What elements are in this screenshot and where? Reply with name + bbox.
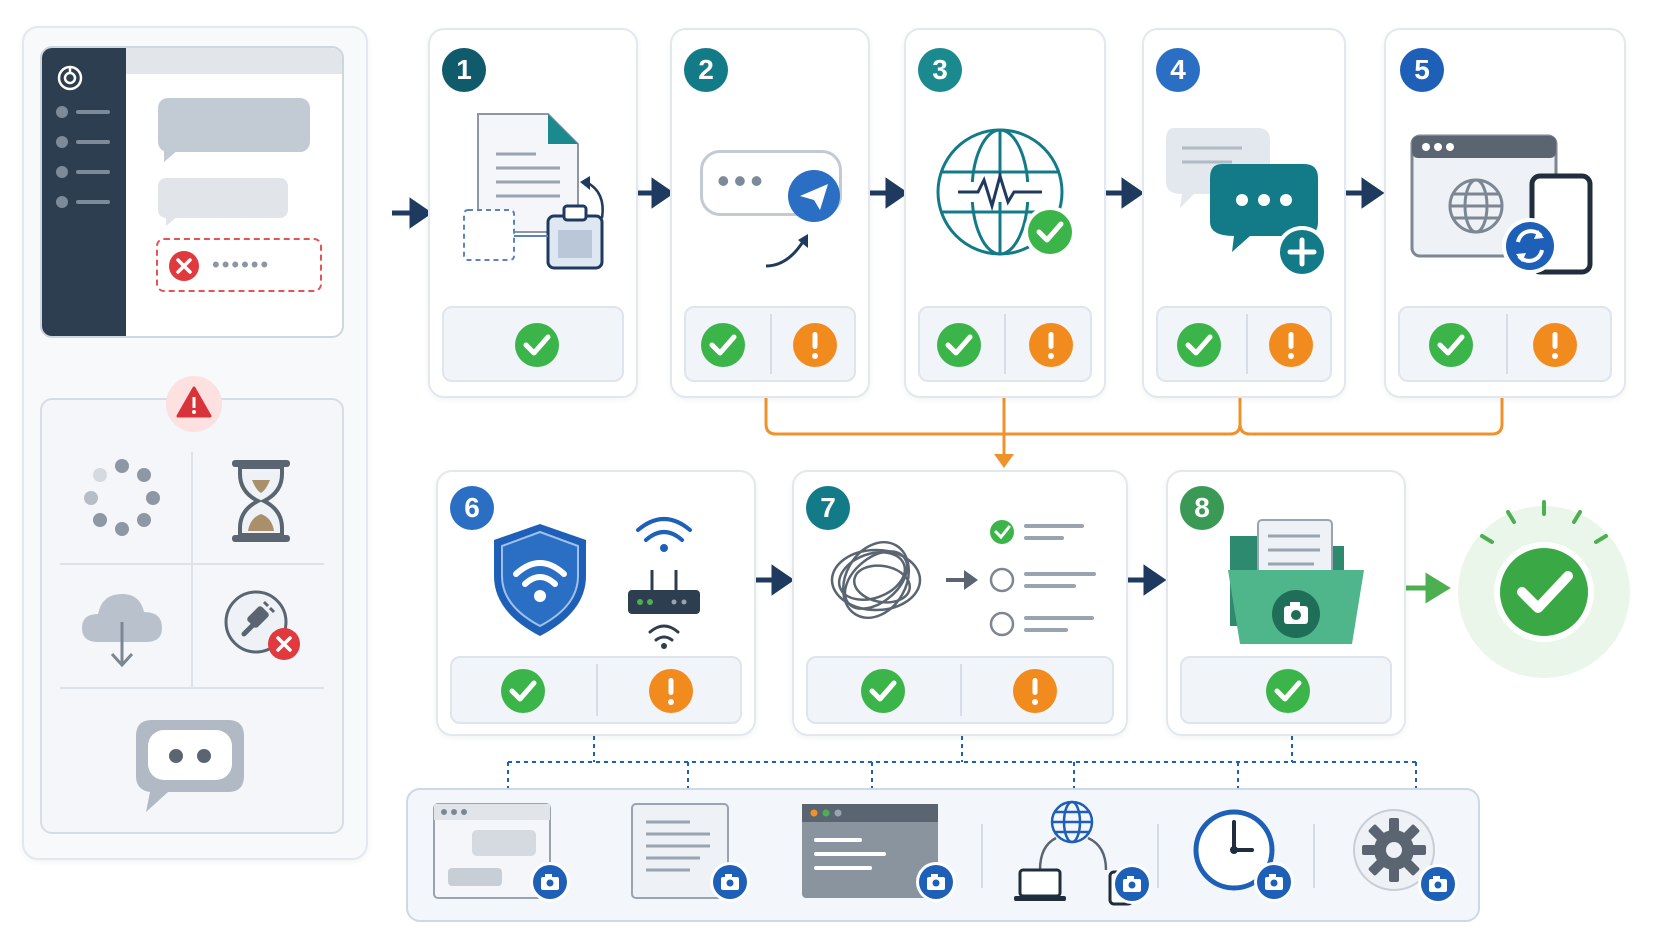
spinner-icon <box>84 459 160 536</box>
step-number-badge: 1 <box>442 48 486 92</box>
success-check-icon <box>1177 323 1221 367</box>
sidebar-menu-items <box>56 106 110 208</box>
step-number-badge: 5 <box>1400 48 1444 92</box>
globe-signal-icon <box>936 128 1076 258</box>
step-number-badge: 2 <box>684 48 728 92</box>
app-sidebar <box>42 48 126 336</box>
send-arrow-icon <box>765 234 808 268</box>
success-check-icon <box>937 323 981 367</box>
chat-add-icon <box>1166 128 1328 278</box>
step-status-bar <box>918 306 1092 382</box>
warning-alert-icon <box>649 669 693 713</box>
chat-bubble-icon <box>136 720 244 812</box>
step-status-bar <box>1398 306 1612 382</box>
success-check-icon <box>501 669 545 713</box>
secure-wifi-shield-icon <box>494 524 586 636</box>
success-check-icon <box>861 669 905 713</box>
error-panel-grid-lines <box>60 452 324 689</box>
cross-device-sync-icon <box>1410 134 1593 275</box>
success-check-icon <box>1429 323 1473 367</box>
hourglass-icon <box>232 460 290 542</box>
warning-alert-icon <box>1533 323 1577 367</box>
browser-window-screenshot-icon[interactable] <box>432 800 572 908</box>
step-status-bar <box>1180 656 1392 724</box>
step-status-bar <box>450 656 742 724</box>
disconnected-plug-icon <box>224 590 300 660</box>
message-input-mask: ••• <box>717 160 767 201</box>
app-window-mockup: •••••• <box>40 46 344 338</box>
step-number-badge: 7 <box>806 486 850 530</box>
password-mask: •••••• <box>212 252 271 277</box>
login-error-field[interactable]: •••••• <box>156 238 322 292</box>
code-editor-screenshot-icon[interactable] <box>800 800 960 908</box>
warning-alert-icon <box>1029 323 1073 367</box>
warning-alert-icon <box>1269 323 1313 367</box>
step-status-bar <box>684 306 856 382</box>
step-number-badge: 4 <box>1156 48 1200 92</box>
app-logo-icon <box>57 65 83 91</box>
step-status-bar <box>442 306 624 382</box>
settings-screenshot-icon[interactable] <box>1350 800 1470 908</box>
send-icon[interactable] <box>786 168 842 224</box>
folder-capture-icon <box>1228 519 1364 644</box>
wifi-router-icon <box>628 517 700 649</box>
tangle-to-checklist-icon <box>830 520 1096 637</box>
warning-alert-icon <box>793 323 837 367</box>
success-check-icon <box>701 323 745 367</box>
app-topbar <box>126 48 342 74</box>
warning-triangle-icon <box>166 376 222 432</box>
step-number-badge: 3 <box>918 48 962 92</box>
document-copy-icon <box>463 113 604 270</box>
success-check-icon <box>1266 669 1310 713</box>
chat-messages-placeholder <box>158 98 310 226</box>
success-check-icon <box>515 323 559 367</box>
error-icon <box>169 251 199 281</box>
final-success-icon <box>1458 500 1630 678</box>
clock-screenshot-icon[interactable] <box>1190 800 1310 908</box>
step-status-bar <box>1156 306 1332 382</box>
document-screenshot-icon[interactable] <box>630 800 760 908</box>
capture-strip-dividers <box>981 824 1315 888</box>
step-status-bar <box>806 656 1114 724</box>
step-number-badge: 8 <box>1180 486 1224 530</box>
cloud-download-icon <box>82 594 162 668</box>
step-number-badge: 6 <box>450 486 494 530</box>
network-devices-screenshot-icon[interactable] <box>1010 796 1150 908</box>
warning-alert-icon <box>1013 669 1057 713</box>
